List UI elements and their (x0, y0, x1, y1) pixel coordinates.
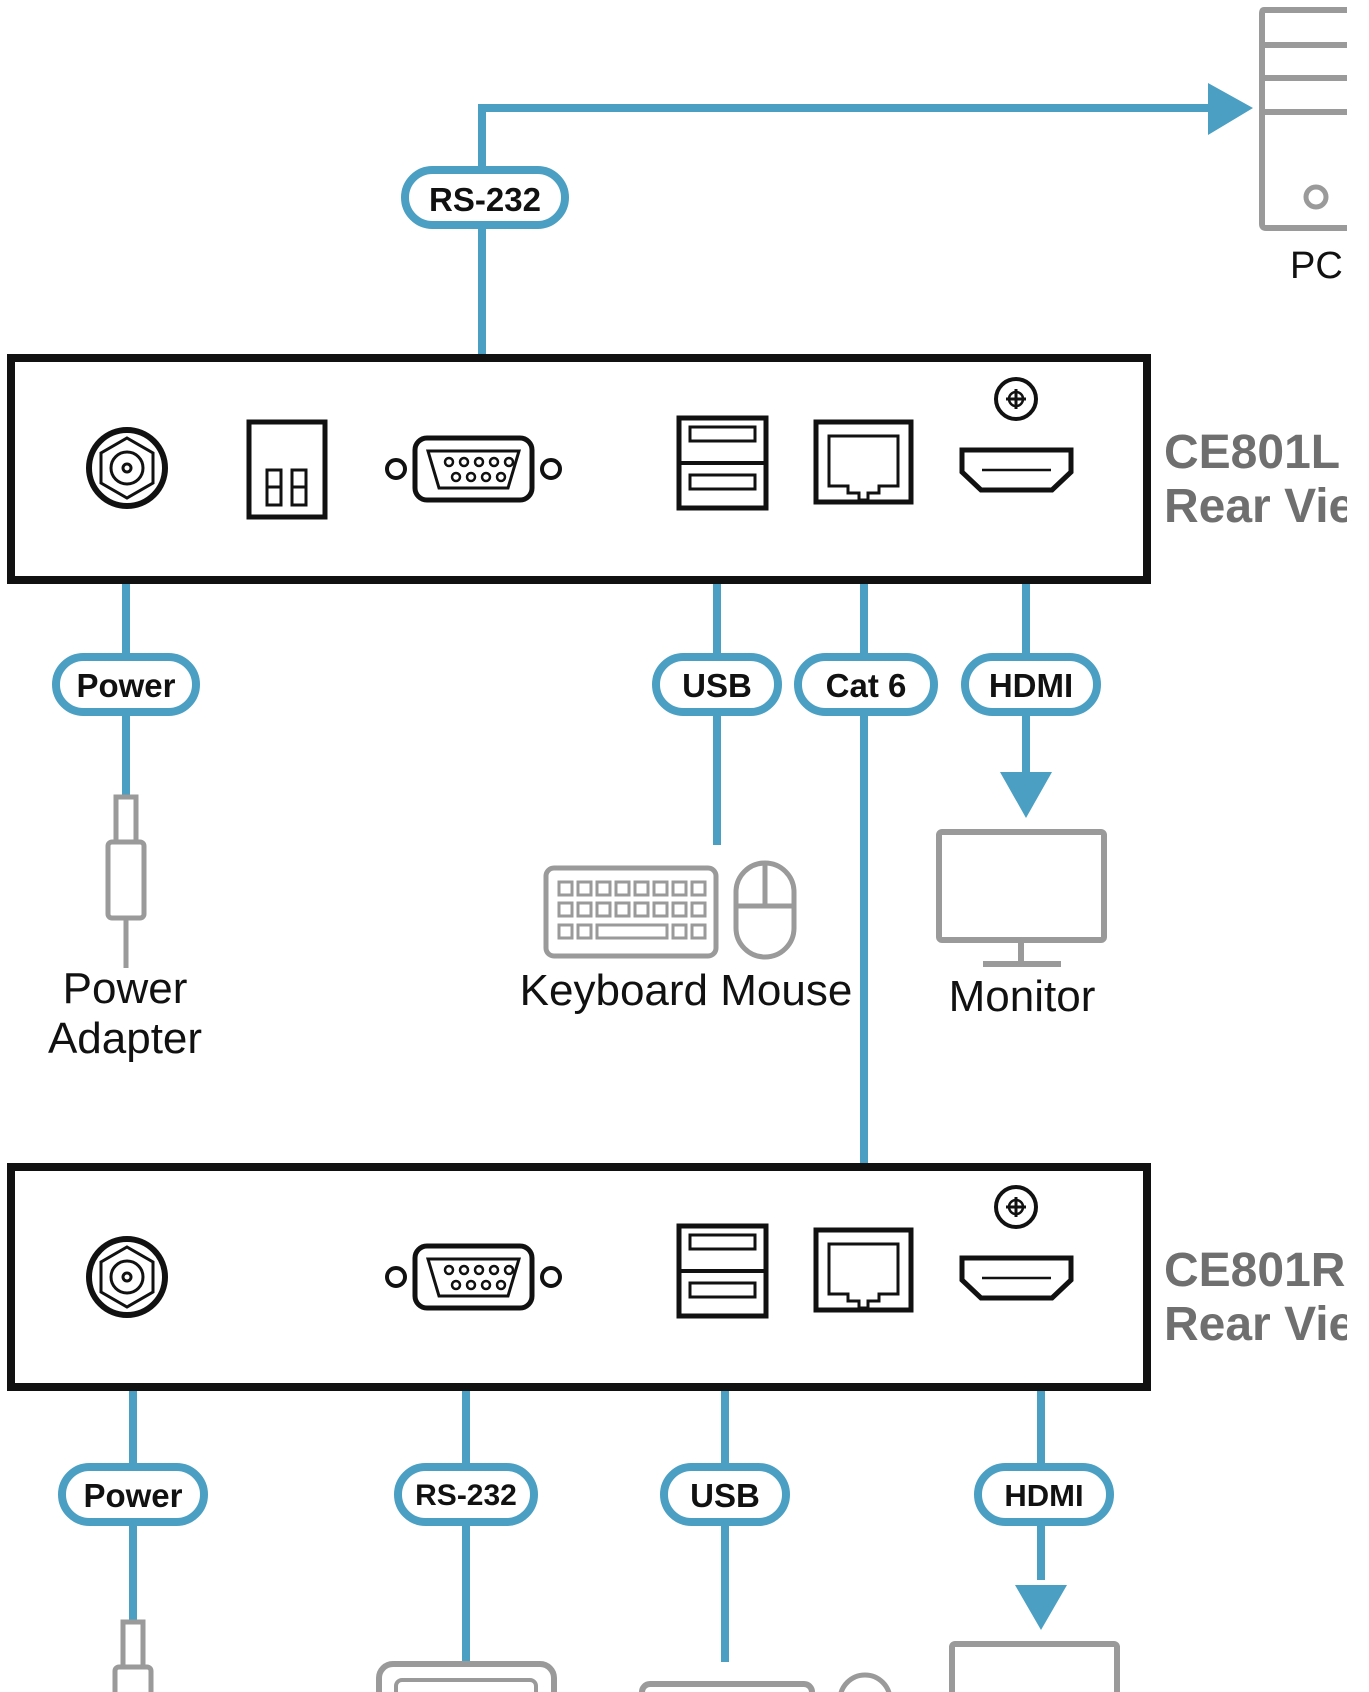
power-bottom-text: Power (83, 1477, 182, 1514)
pc-label: PC (1290, 245, 1343, 287)
arrow-to-monitor-icon (1000, 772, 1052, 818)
local-unit-title-line2: Rear Vie (1164, 480, 1355, 533)
mouse-icon (733, 860, 797, 960)
local-unit-panel (7, 354, 1151, 584)
hdmi-bottom-label: HDMI (974, 1463, 1114, 1526)
cat6-text: Cat 6 (826, 667, 907, 704)
right-crop-mask (1347, 0, 1369, 1692)
dc-power-jack-icon (86, 1236, 168, 1318)
cat6-label: Cat 6 (794, 653, 938, 716)
monitor-label: Monitor (949, 972, 1096, 1021)
monitor-icon (936, 829, 1107, 967)
keyboard-mouse-label: Keyboard Mouse (520, 966, 853, 1015)
usb-top-label: USB (652, 653, 782, 716)
arrow-to-pc-icon (1208, 83, 1253, 135)
remote-unit-title-line1: CE801R (1164, 1244, 1345, 1297)
keyboard-icon (543, 865, 719, 959)
remote-unit-panel (7, 1163, 1151, 1391)
hdmi-top-text: HDMI (989, 667, 1073, 704)
power-adapter-label-line1: Power (63, 964, 188, 1013)
hdmi-port-icon (959, 1255, 1074, 1301)
hdmi-bottom-text: HDMI (1004, 1478, 1083, 1513)
usb-port-icon (676, 1223, 769, 1319)
ground-screw-icon (994, 1185, 1038, 1229)
rs232-top-label: RS-232 (401, 166, 569, 229)
dip-switch-icon (246, 419, 328, 520)
pc-connector-icon (376, 1661, 557, 1692)
rs232-bottom-text: RS-232 (415, 1479, 517, 1512)
monitor-icon (949, 1641, 1120, 1692)
usb-bottom-text: USB (690, 1477, 760, 1514)
ground-screw-icon (994, 377, 1038, 421)
pc-tower-icon (1259, 7, 1347, 231)
local-unit-title-line1: CE801L (1164, 426, 1340, 479)
rs232-top-cable (478, 104, 1215, 432)
rs232-top-text: RS-232 (429, 181, 541, 218)
usb-top-text: USB (682, 667, 752, 704)
hdmi-top-label: HDMI (961, 653, 1101, 716)
power-plug-icon (112, 1619, 154, 1692)
power-bottom-label: Power (58, 1463, 208, 1526)
cables (122, 104, 1215, 1662)
power-plug-icon (105, 794, 147, 968)
keyboard-icon (639, 1672, 892, 1692)
db9-serial-port-icon (385, 1243, 562, 1311)
rj45-port-icon (813, 1227, 914, 1313)
usb-bottom-label: USB (660, 1463, 790, 1526)
arrow-heads (440, 83, 1253, 1630)
rs232-bottom-label: RS-232 (394, 1463, 538, 1526)
arrow-down-hdmi-icon (1015, 1585, 1067, 1630)
hdmi-port-icon (959, 447, 1074, 493)
dc-power-jack-icon (86, 427, 168, 509)
remote-unit-title-line2: Rear Vie (1164, 1298, 1355, 1351)
power-top-text: Power (76, 667, 175, 704)
usb-port-icon (676, 415, 769, 511)
power-adapter-label-line2: Adapter (48, 1014, 202, 1063)
rj45-port-icon (813, 419, 914, 505)
cable-labels: RS-232 Power USB Cat 6 HDMI Power RS-232 (52, 166, 1114, 1526)
power-top-label: Power (52, 653, 200, 716)
db9-serial-port-icon (385, 435, 562, 503)
